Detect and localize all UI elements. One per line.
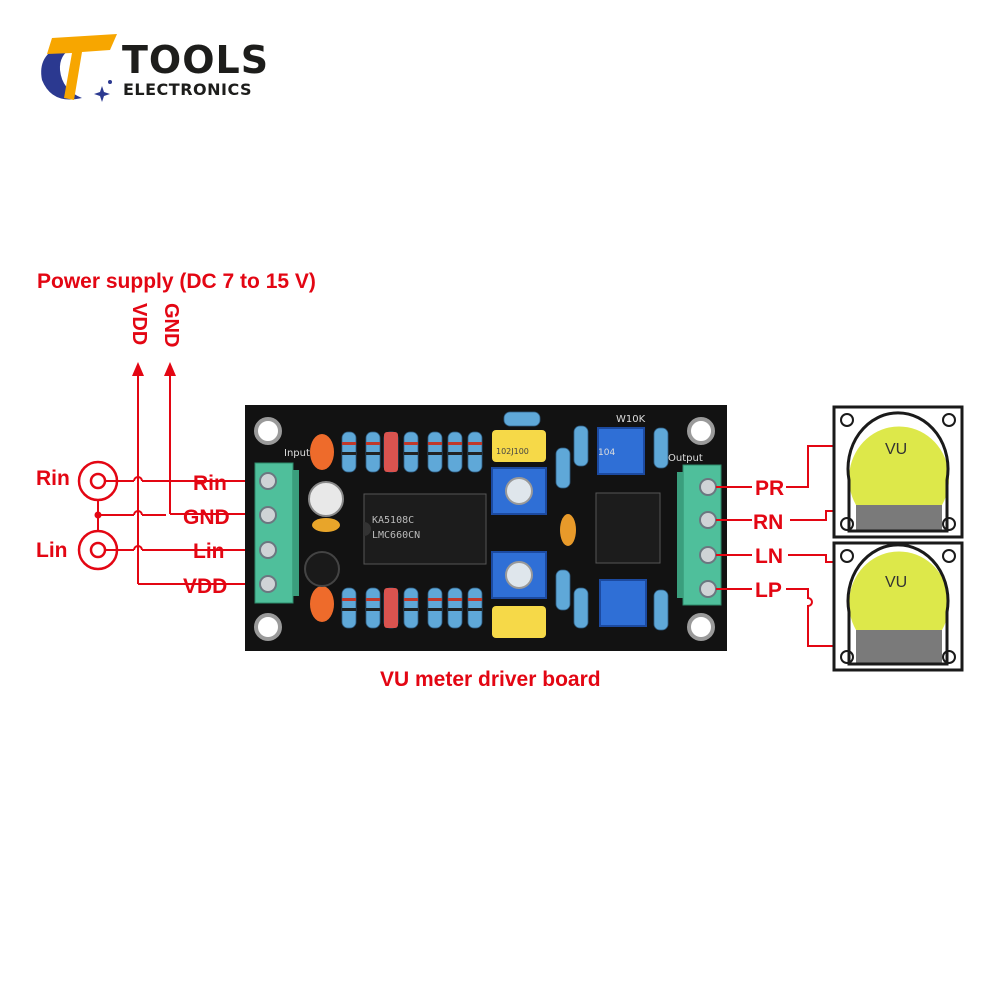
chip-marking-2: LMC660CN [372, 530, 421, 541]
ground-link [94, 500, 166, 531]
lp-label: LP [755, 579, 782, 602]
chip-marking-1: KA5108C [372, 515, 415, 526]
brand-subtitle: ELECTRONICS [123, 80, 253, 99]
pr-label: PR [755, 477, 785, 500]
rin-pin-label: Rin [193, 472, 227, 495]
lin-pin-label: Lin [193, 540, 225, 563]
pcb-board [245, 405, 727, 651]
board-title: VU meter driver board [380, 668, 601, 691]
lin-jack-label: Lin [36, 539, 68, 562]
power-supply-label: Power supply (DC 7 to 15 V) [37, 270, 316, 293]
brand-logo: TOOLS ELECTRONICS [22, 20, 268, 110]
vu-meter-left-label: VU [885, 574, 908, 591]
vu-meter-right-label: VU [885, 441, 908, 458]
vdd-pin-label: VDD [183, 575, 228, 598]
output-wires [716, 445, 834, 647]
cap-label: 104 [598, 448, 616, 458]
gnd-pin-label: GND [183, 506, 230, 529]
vu-meter-right [832, 405, 964, 539]
board-output-label: Output [668, 453, 703, 464]
ln-label: LN [755, 545, 783, 568]
film-cap-label: 102J100 [496, 447, 529, 456]
vu-meter-left [832, 541, 964, 672]
brand-mark-icon [41, 34, 117, 102]
trim-label: W10K [616, 414, 646, 425]
brand-name: TOOLS [122, 38, 270, 82]
lin-jack [77, 529, 270, 571]
rin-jack [77, 460, 270, 502]
rn-label: RN [753, 511, 784, 534]
board-input-label: Input [284, 448, 310, 459]
rin-jack-label: Rin [36, 467, 70, 490]
